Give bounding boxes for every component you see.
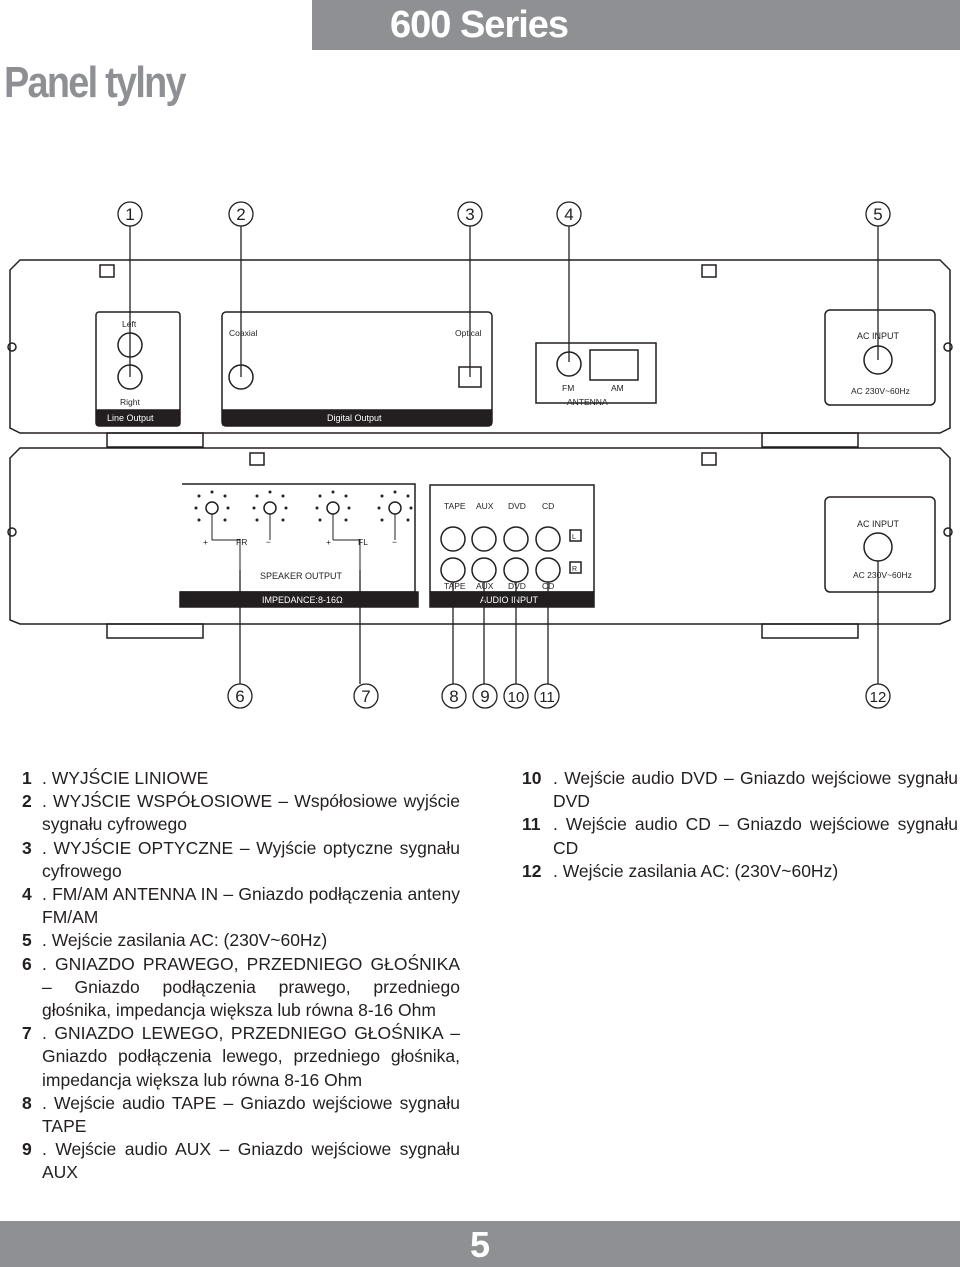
label-fl: FL xyxy=(358,537,368,547)
label-plus-1: + xyxy=(203,537,208,547)
legend-item-2: 2. WYJŚCIE WSPÓŁOSIOWE – Współosiowe wyj… xyxy=(22,791,460,835)
bottom-unit-labels: FR FL + − + − SPEAKER OUTPUT IMPEDANCE:8… xyxy=(203,501,912,605)
callout-1: 1 xyxy=(125,205,134,224)
label-ac-rating-top: AC 230V~60Hz xyxy=(851,386,910,396)
legend-item-10: 10. Wejście audio DVD – Gniazdo wejściow… xyxy=(522,768,958,812)
label-minus-2: − xyxy=(392,537,397,547)
label-plus-2: + xyxy=(326,537,331,547)
callout-3: 3 xyxy=(465,205,474,224)
legend-item-5: 5. Wejście zasilania AC: (230V~60Hz) xyxy=(22,930,328,951)
label-right: Right xyxy=(120,397,140,407)
callout-8: 8 xyxy=(449,687,458,706)
label-audio-input: AUDIO INPUT xyxy=(480,595,539,605)
label-tape-top: TAPE xyxy=(444,501,466,511)
callout-10: 10 xyxy=(508,689,525,706)
callout-12: 12 xyxy=(870,689,887,706)
label-fr: FR xyxy=(236,537,247,547)
label-cd-top: CD xyxy=(542,501,554,511)
label-ac-rating-bottom: AC 230V~60Hz xyxy=(853,570,912,580)
callout-9: 9 xyxy=(480,687,489,706)
legend-item-12: 12. Wejście zasilania AC: (230V~60Hz) xyxy=(522,860,839,881)
callout-6: 6 xyxy=(235,687,244,706)
legend-item-3: 3. WYJŚCIE OPTYCZNE – Wyjście optyczne s… xyxy=(22,837,460,881)
legend-right: 10. Wejście audio DVD – Gniazdo wejściow… xyxy=(522,767,958,883)
label-optical: Optical xyxy=(455,328,482,338)
legend-left: 1. WYJŚCIE LINIOWE 2. WYJŚCIE WSPÓŁOSIOW… xyxy=(22,767,460,1185)
callout-7: 7 xyxy=(361,687,370,706)
series-title: 600 Series xyxy=(390,4,569,46)
callouts-top-labels: 1 2 3 4 5 xyxy=(125,205,882,224)
label-tape-bottom: TAPE xyxy=(444,581,466,591)
page-title: Panel tylny xyxy=(4,58,187,107)
legend-item-6: 6. GNIAZDO PRAWEGO, PRZEDNIEGO GŁOŚNIKA … xyxy=(22,953,460,1021)
callout-11: 11 xyxy=(539,689,555,706)
label-fm: FM xyxy=(562,383,574,393)
legend-item-7: 7. GNIAZDO LEWEGO, PRZEDNIEGO GŁOŚNIKA –… xyxy=(22,1023,460,1090)
rear-panel-diagram: 1 2 3 4 5 Left Right Line Output Coaxial… xyxy=(7,201,953,709)
label-dvd-top: DVD xyxy=(508,501,526,511)
label-digital-output: Digital Output xyxy=(327,413,382,423)
label-antenna: ANTENNA xyxy=(567,397,608,407)
label-am: AM xyxy=(611,383,624,393)
legend-item-8: 8. Wejście audio TAPE – Gniazdo wejściow… xyxy=(22,1092,460,1137)
footer-bar xyxy=(0,1221,960,1267)
callouts-top xyxy=(117,201,891,377)
label-line-output: Line Output xyxy=(107,413,154,423)
label-aux-top: AUX xyxy=(476,501,494,511)
label-coaxial: Coaxial xyxy=(229,328,257,338)
label-left: Left xyxy=(122,319,137,329)
label-ac-input-bottom: AC INPUT xyxy=(857,519,900,529)
header-banner xyxy=(312,0,960,50)
callout-2: 2 xyxy=(236,205,245,224)
callout-5: 5 xyxy=(873,205,882,224)
legend-item-4: 4. FM/AM ANTENNA IN – Gniazdo podłączeni… xyxy=(22,884,460,928)
label-r: R xyxy=(572,566,577,573)
callouts-bottom-labels: 6 7 8 9 10 11 12 xyxy=(235,687,886,706)
bottom-unit xyxy=(7,447,953,639)
label-l: L xyxy=(572,534,576,541)
callout-4: 4 xyxy=(564,205,573,224)
label-minus-1: − xyxy=(266,537,271,547)
label-dvd-bottom: DVD xyxy=(508,581,526,591)
label-impedance: IMPEDANCE:8-16Ω xyxy=(262,595,343,605)
legend-item-1: 1. WYJŚCIE LINIOWE xyxy=(22,768,209,788)
label-speaker-output: SPEAKER OUTPUT xyxy=(260,571,343,581)
label-aux-bottom: AUX xyxy=(476,581,494,591)
page-number: 5 xyxy=(469,1224,491,1265)
legend-item-9: 9. Wejście audio AUX – Gniazdo wejściowe… xyxy=(22,1139,460,1183)
top-unit xyxy=(7,259,953,448)
legend-item-11: 11. Wejście audio CD – Gniazdo wejściowe… xyxy=(522,814,958,858)
label-ac-input-top: AC INPUT xyxy=(857,331,900,341)
speaker-dots xyxy=(194,490,413,522)
callouts-bottom xyxy=(227,561,891,709)
top-unit-labels: Left Right Line Output Coaxial Optical D… xyxy=(107,319,910,423)
